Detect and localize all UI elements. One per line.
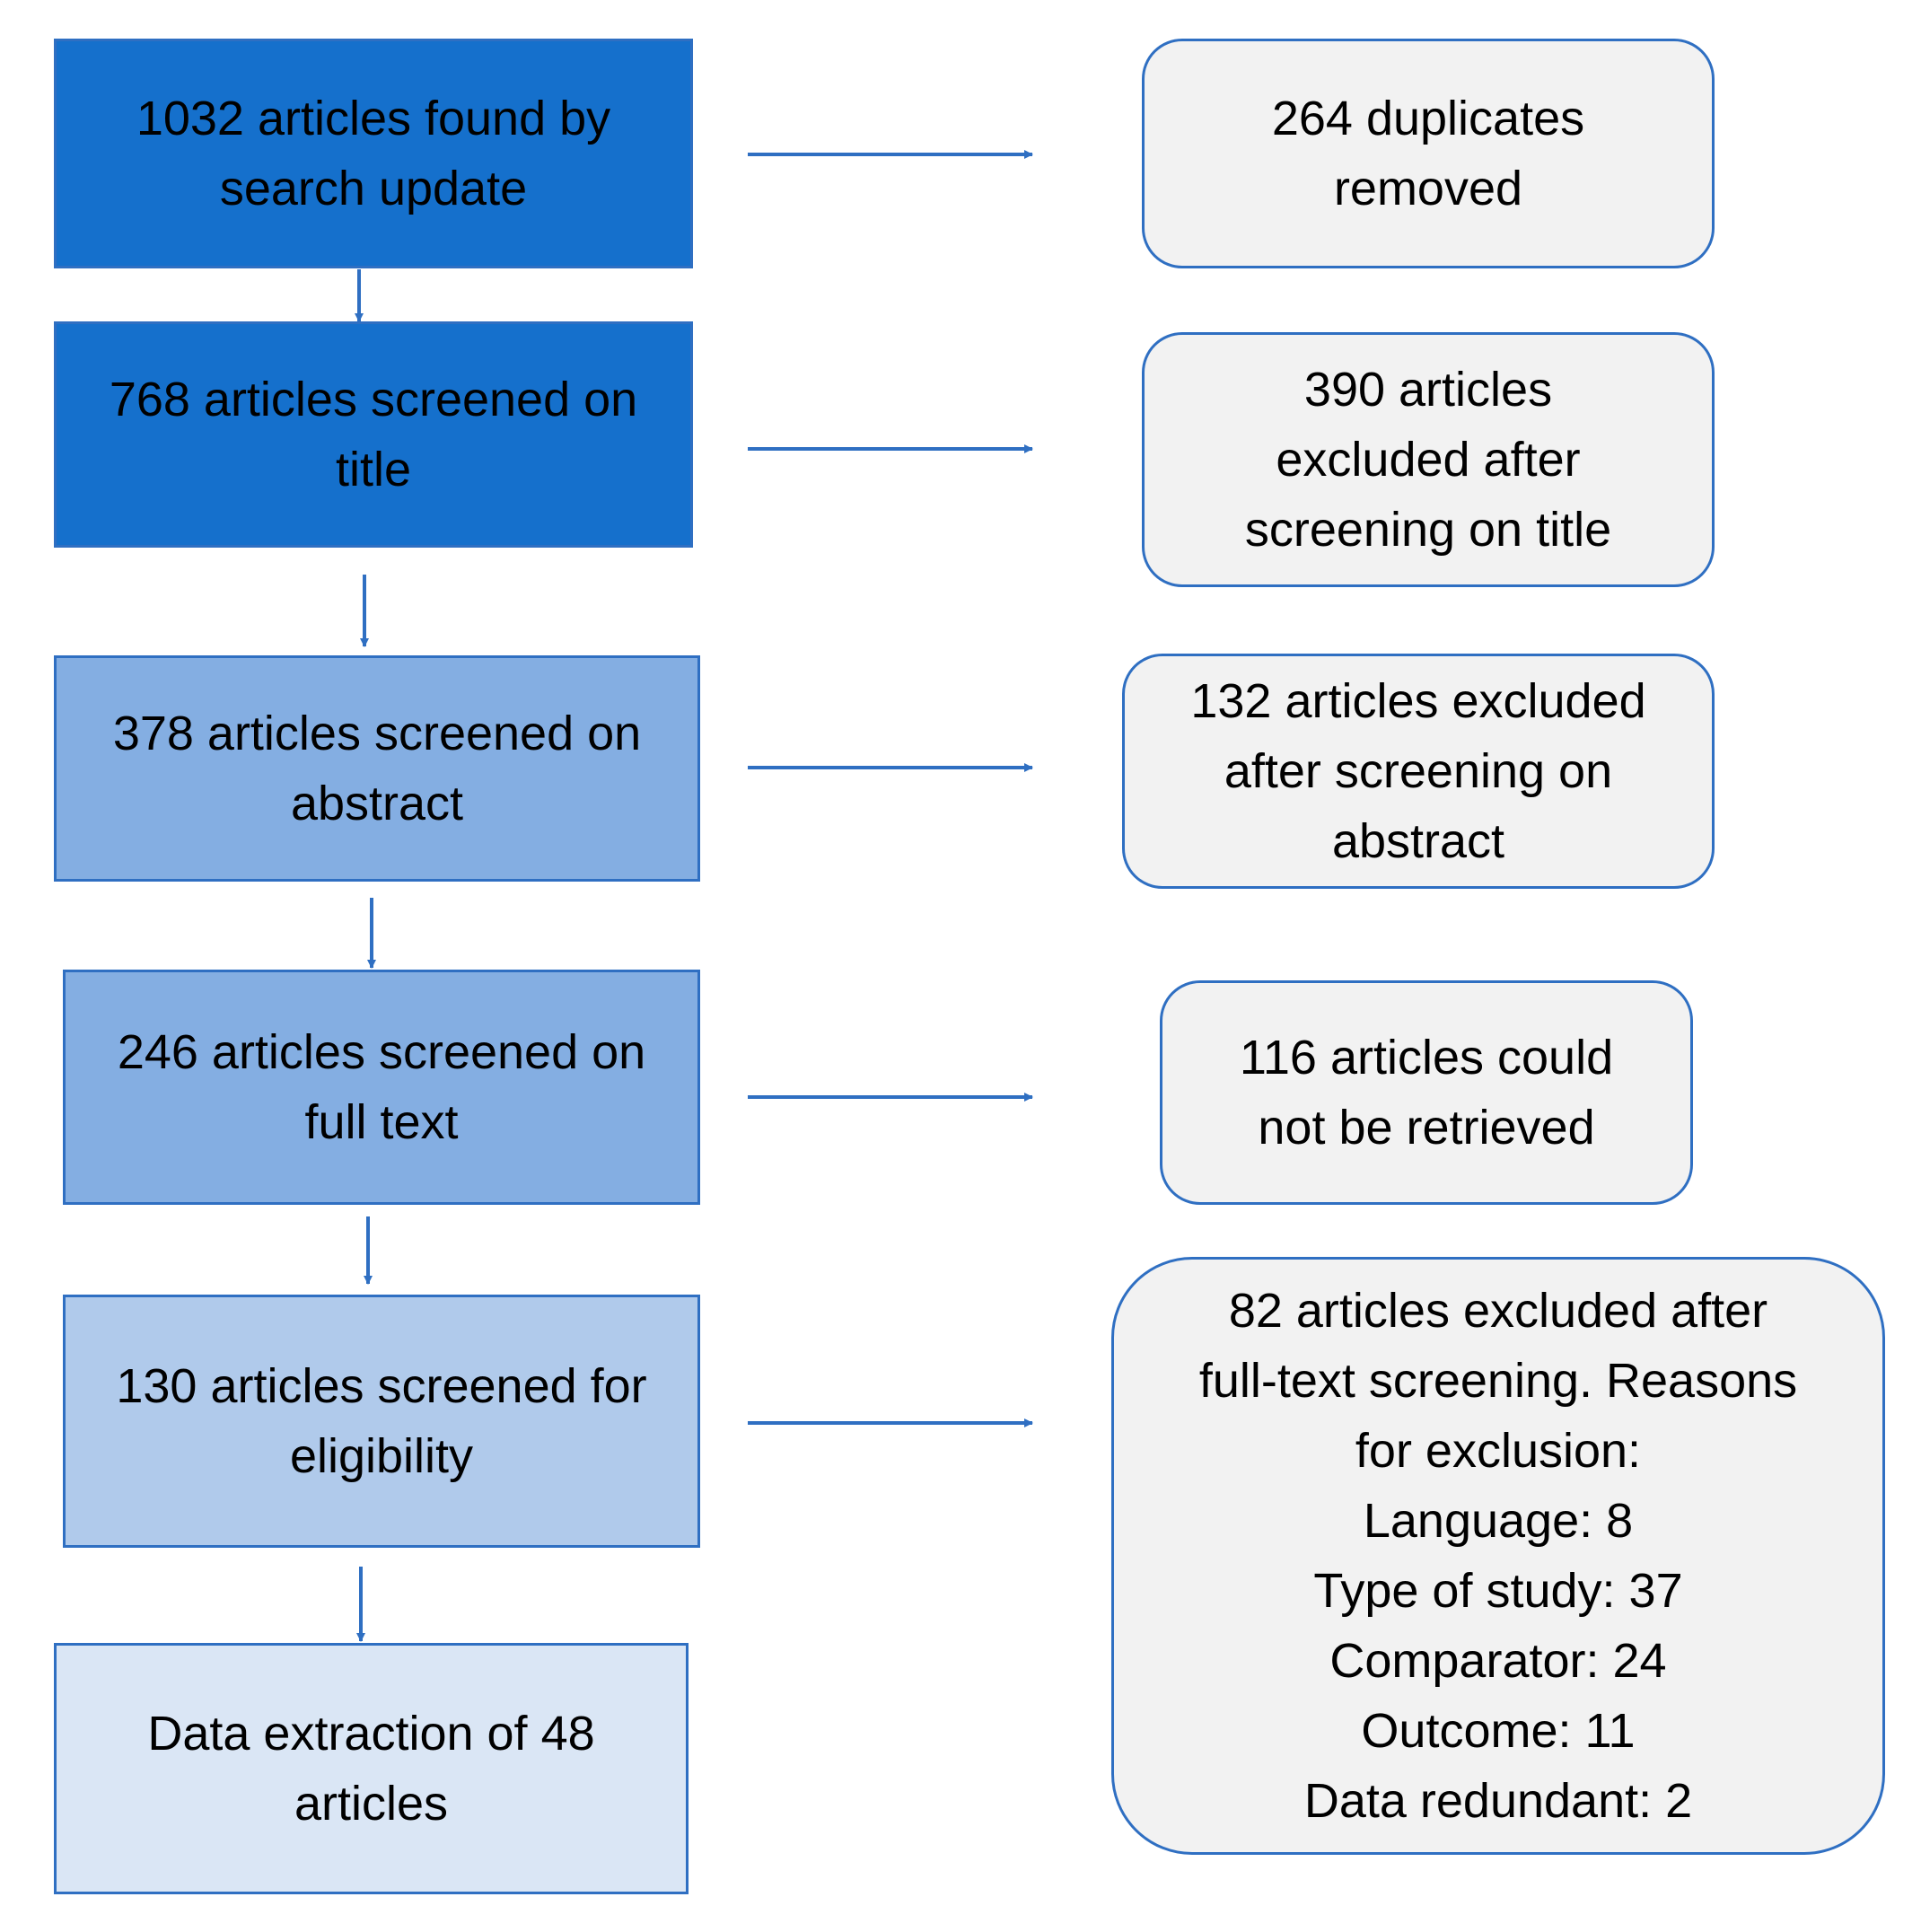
exclusion-reason-language: Language: 8 xyxy=(1363,1494,1634,1548)
flow-box-text: 1032 articles found by search update xyxy=(136,83,610,224)
exclusion-box-not-retrieved: 116 articles could not be retrieved xyxy=(1160,980,1693,1205)
flow-box-line: 130 articles screened for xyxy=(116,1359,647,1413)
exclusion-box-line: screening on title xyxy=(1244,503,1612,557)
exclusion-box-line: after screening on xyxy=(1224,744,1613,798)
flow-box-text: 246 articles screened on full text xyxy=(118,1017,645,1157)
flow-box-line: 378 articles screened on xyxy=(112,707,642,760)
flow-box-line: Data extraction of 48 xyxy=(147,1707,595,1761)
exclusion-box-line: 264 duplicates xyxy=(1271,92,1585,145)
exclusion-box-text: 132 articles excluded after screening on… xyxy=(1190,666,1645,876)
flow-box-title-screening: 768 articles screened on title xyxy=(54,321,693,548)
exclusion-box-abstract: 132 articles excluded after screening on… xyxy=(1122,654,1715,889)
flow-box-line: abstract xyxy=(290,777,464,830)
flow-box-abstract-screening: 378 articles screened on abstract xyxy=(54,655,700,882)
exclusion-box-line: abstract xyxy=(1331,814,1505,868)
exclusion-reason-type-of-study: Type of study: 37 xyxy=(1313,1564,1683,1618)
flow-box-line: eligibility xyxy=(289,1429,474,1483)
exclusion-box-line: 132 articles excluded xyxy=(1190,674,1646,728)
exclusion-box-line: full-text screening. Reasons xyxy=(1198,1354,1798,1408)
exclusion-box-line: 116 articles could xyxy=(1239,1031,1614,1085)
flow-box-line: 246 articles screened on xyxy=(117,1025,646,1079)
flow-box-text: Data extraction of 48 articles xyxy=(147,1699,594,1839)
exclusion-box-text: 82 articles excluded after full-text scr… xyxy=(1199,1276,1797,1836)
flow-box-text: 768 articles screened on title xyxy=(110,364,637,505)
flow-box-line: articles xyxy=(294,1777,449,1831)
exclusion-box-line: 82 articles excluded after xyxy=(1228,1284,1768,1338)
flow-box-text: 130 articles screened for eligibility xyxy=(116,1351,646,1491)
exclusion-box-line: not be retrieved xyxy=(1258,1101,1595,1155)
exclusion-box-line: excluded after xyxy=(1276,433,1581,487)
exclusion-box-line: 390 articles xyxy=(1303,363,1553,417)
flow-box-text: 378 articles screened on abstract xyxy=(113,698,641,839)
flow-box-search-found: 1032 articles found by search update xyxy=(54,39,693,268)
flow-box-line: 768 articles screened on xyxy=(109,373,638,426)
exclusion-reason-outcome: Outcome: 11 xyxy=(1361,1704,1636,1758)
exclusion-box-line: removed xyxy=(1333,162,1523,215)
exclusion-box-title: 390 articles excluded after screening on… xyxy=(1142,332,1715,587)
flow-box-line: title xyxy=(335,443,412,496)
exclusion-box-fulltext-reasons: 82 articles excluded after full-text scr… xyxy=(1111,1257,1885,1855)
exclusion-reason-data-redundant: Data redundant: 2 xyxy=(1303,1774,1693,1828)
exclusion-box-text: 116 articles could not be retrieved xyxy=(1240,1023,1613,1163)
exclusion-box-line: for exclusion: xyxy=(1355,1424,1642,1478)
exclusion-box-duplicates: 264 duplicates removed xyxy=(1142,39,1715,268)
flow-box-data-extraction: Data extraction of 48 articles xyxy=(54,1643,689,1894)
exclusion-box-text: 264 duplicates removed xyxy=(1272,83,1584,224)
flow-box-line: search update xyxy=(219,162,528,215)
flow-box-fulltext-screening: 246 articles screened on full text xyxy=(63,970,700,1205)
flow-box-line: full text xyxy=(304,1095,459,1149)
exclusion-box-text: 390 articles excluded after screening on… xyxy=(1245,355,1611,565)
flow-box-line: 1032 articles found by xyxy=(136,92,611,145)
exclusion-reason-comparator: Comparator: 24 xyxy=(1329,1634,1667,1688)
flow-box-eligibility-screening: 130 articles screened for eligibility xyxy=(63,1295,700,1548)
